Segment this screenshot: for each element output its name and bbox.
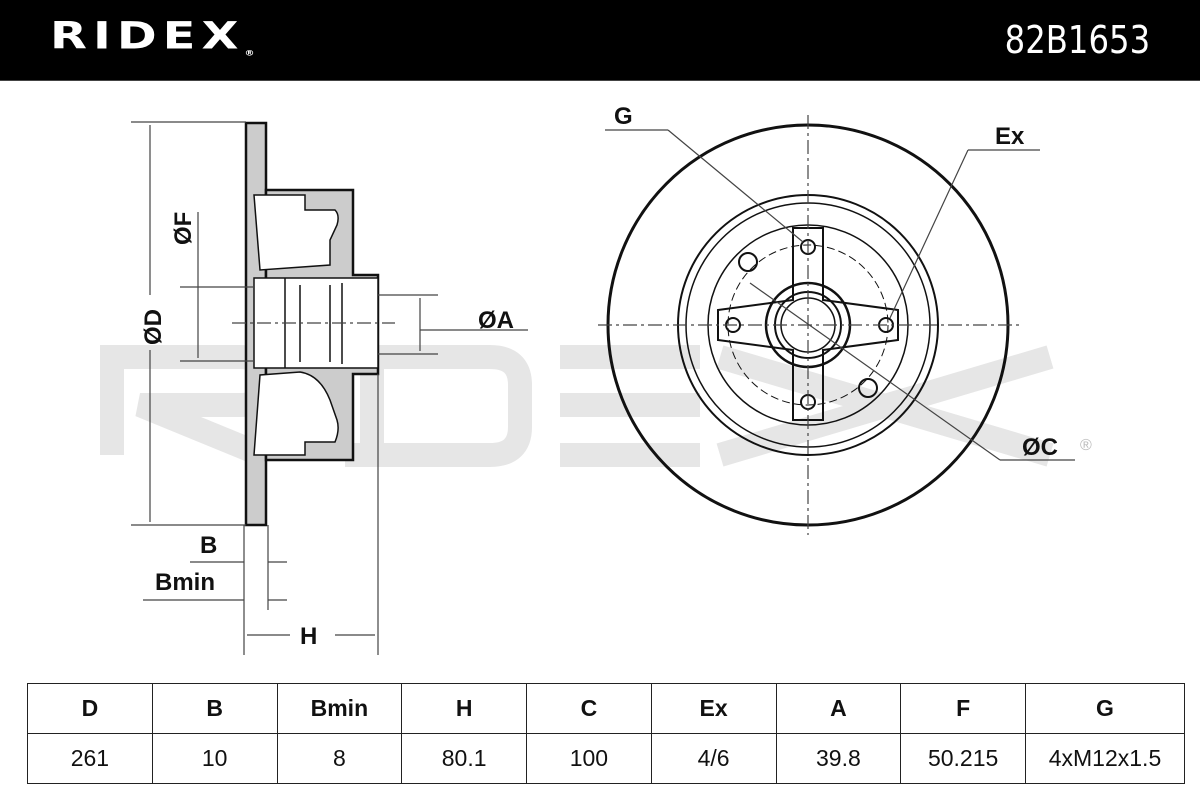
value-cell: 4xM12x1.5 <box>1025 733 1185 784</box>
brand-logo: RIDEX® <box>50 14 254 58</box>
label-b: B <box>200 532 217 559</box>
header-cell: B <box>151 683 278 734</box>
value-cell: 8 <box>276 733 403 784</box>
label-diameter-d: ØD <box>140 309 167 345</box>
table-row: 261 10 8 80.1 100 4/6 39.8 50.215 4xM12x… <box>27 733 1185 784</box>
value-cell: 100 <box>526 733 652 784</box>
header-cell: D <box>27 683 153 734</box>
label-ex: Ex <box>995 123 1025 150</box>
hub-cavity-bottom <box>253 371 339 456</box>
label-h: H <box>300 623 317 650</box>
header-cell: G <box>1025 683 1185 734</box>
label-g: G <box>614 103 633 130</box>
side-view <box>244 121 380 527</box>
label-diameter-a: ØA <box>478 307 514 334</box>
header-cell: H <box>401 683 527 734</box>
header-cell: F <box>900 683 1026 734</box>
registered-mark: ® <box>244 49 255 58</box>
label-bmin: Bmin <box>155 569 215 596</box>
label-diameter-f: ØF <box>170 212 197 245</box>
watermark-letter-r <box>100 345 274 467</box>
watermark-letter-e <box>560 345 700 467</box>
value-cell: 50.215 <box>900 733 1026 784</box>
hub-cavity-top <box>253 194 339 271</box>
hub-flange <box>717 227 899 421</box>
front-dimension-lines <box>598 115 1075 535</box>
header-cell: Bmin <box>276 683 403 734</box>
label-diameter-c: ØC <box>1022 434 1058 461</box>
dimension-lines <box>131 121 528 655</box>
value-cell: 261 <box>27 733 153 784</box>
value-cell: 10 <box>151 733 278 784</box>
header-cell: A <box>775 683 902 734</box>
technical-drawing: ØD ØF ØA B Bmin H G Ex ØC ® <box>100 103 1092 655</box>
table-header-row: D B Bmin H C Ex A F G <box>27 683 1185 734</box>
watermark-letter-x <box>716 345 1054 467</box>
value-cell: 4/6 <box>650 733 777 784</box>
header-cell: C <box>526 683 652 734</box>
value-cell: 39.8 <box>775 733 902 784</box>
brand-name: RIDEX <box>50 14 245 58</box>
header-bar: RIDEX® 82B1653 <box>0 0 1200 81</box>
specs-table: D B Bmin H C Ex A F G 261 10 8 80.1 100 … <box>27 683 1185 784</box>
registered-mark-watermark: ® <box>1080 437 1092 454</box>
header-cell: Ex <box>650 683 777 734</box>
part-number: 82B1653 <box>1004 18 1150 62</box>
value-cell: 80.1 <box>401 733 527 784</box>
